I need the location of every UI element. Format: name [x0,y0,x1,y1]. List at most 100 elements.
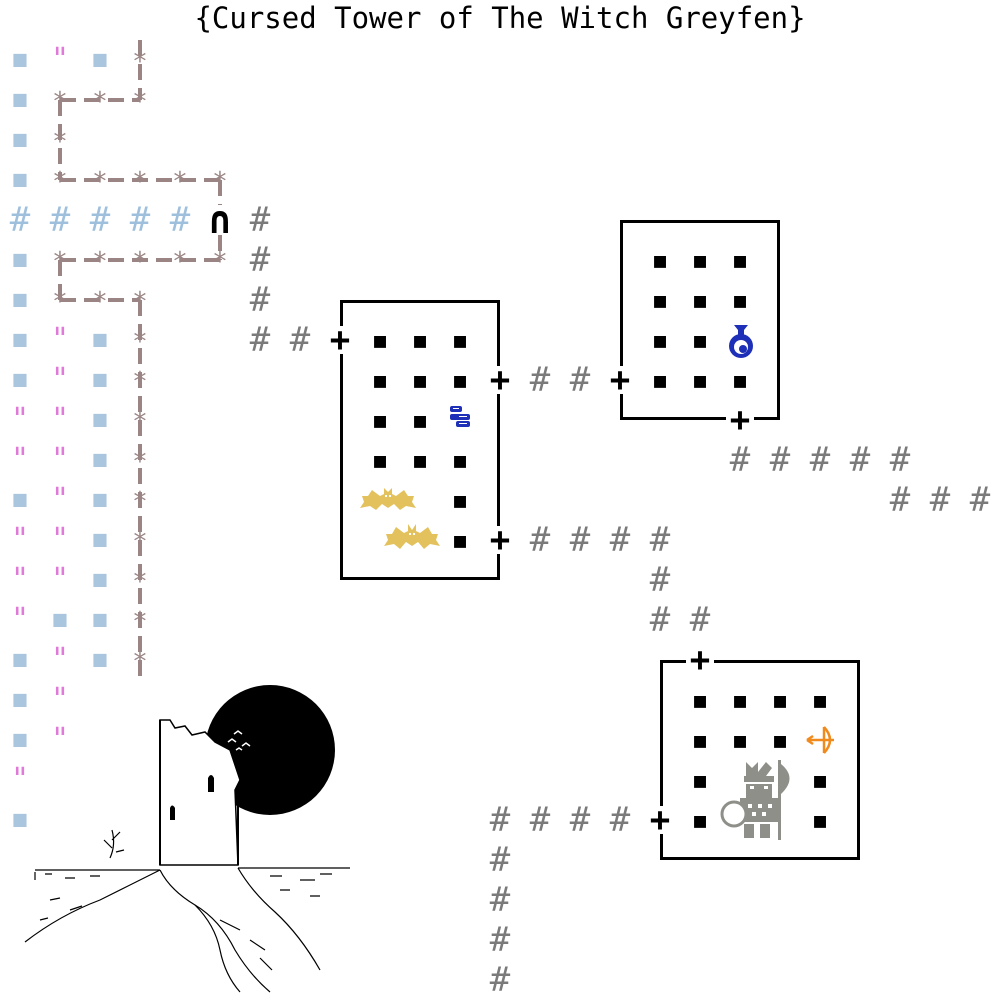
grass-tile: " [50,522,70,557]
svg-text:*: * [132,407,148,437]
svg-text:*: * [132,487,148,517]
grass-tile: " [50,322,70,357]
potion-icon[interactable] [724,322,758,360]
warrior-player-icon[interactable] [718,758,800,842]
bat-icon[interactable] [384,522,440,552]
floor-tile: ■ [693,688,707,712]
corridor-tile: # [649,600,671,640]
corridor-tile: # [889,440,911,480]
door-tile[interactable]: + [689,640,711,680]
grass-tile: " [10,562,30,597]
corridor-tile: # [489,880,511,920]
door-gap [494,366,504,394]
water-tile: # [9,200,31,240]
corridor-tile: # [609,800,631,840]
door-gap [494,526,504,554]
cursed-tower-illustration [24,685,350,993]
grass-tile: " [50,562,70,597]
svg-text:*: * [52,287,68,317]
hedge-dot-tile: ■ [93,647,107,672]
floor-tile: ■ [413,448,427,472]
floor-tile: ■ [653,288,667,312]
grass-tile: " [10,602,30,637]
corridor-tile: # [249,280,271,320]
corridor-tile: # [849,440,871,480]
door-tile[interactable]: + [329,320,351,360]
room-northeast [620,220,780,420]
grass-tile: " [50,642,70,677]
grass-tile: " [10,522,30,557]
gate-arch-icon[interactable]: ∩ [208,198,232,242]
room-southeast [660,660,860,860]
floor-tile: ■ [733,728,747,752]
svg-text:*: * [52,247,68,277]
grass-tile: " [10,762,30,797]
corridor-tile: # [649,520,671,560]
floor-tile: ■ [733,368,747,392]
floor-tile: ■ [453,488,467,512]
hedge-dot-tile: ■ [93,487,107,512]
svg-text:*: * [132,607,148,637]
svg-text:*: * [132,647,148,677]
hedge-dot-tile: ■ [93,327,107,352]
hedge-dot-tile: ■ [13,287,27,312]
bat-icon[interactable] [360,486,416,514]
hedge-dot-tile: ■ [13,87,27,112]
svg-text:*: * [132,327,148,357]
corridor-tile: # [569,800,591,840]
floor-tile: ■ [693,328,707,352]
svg-text:*: * [132,367,148,397]
gold-coins-icon[interactable] [446,404,474,434]
grass-tile: " [50,482,70,517]
floor-tile: ■ [453,328,467,352]
floor-tile: ■ [373,328,387,352]
svg-text:*: * [132,167,148,197]
floor-tile: ■ [373,368,387,392]
grass-tile: " [50,682,70,717]
hedge-dot-tile: ■ [93,447,107,472]
floor-tile: ■ [693,728,707,752]
bow-icon[interactable] [804,724,838,756]
door-gap [336,326,346,354]
hedge-dot-tile: ■ [13,687,27,712]
floor-tile: ■ [453,528,467,552]
door-tile[interactable]: + [489,520,511,560]
svg-text:*: * [132,447,148,477]
corridor-tile: # [889,480,911,520]
door-gap [616,366,626,394]
svg-text:*: * [132,47,148,77]
door-tile[interactable]: + [649,800,671,840]
floor-tile: ■ [693,368,707,392]
corridor-tile: # [489,920,511,960]
hedge-dot-tile: ■ [93,527,107,552]
floor-tile: ■ [653,248,667,272]
corridor-tile: # [489,800,511,840]
door-tile[interactable]: + [609,360,631,400]
svg-text:*: * [92,287,108,317]
grass-tile: " [50,722,70,757]
svg-text:*: * [132,567,148,597]
grass-tile: " [10,442,30,477]
corridor-tile: # [489,960,511,1000]
door-gap [686,656,714,666]
floor-tile: ■ [693,288,707,312]
svg-text:*: * [92,167,108,197]
floor-tile: ■ [453,368,467,392]
svg-text:*: * [92,87,108,117]
door-tile[interactable]: + [489,360,511,400]
hedge-dot-tile: ■ [93,367,107,392]
floor-tile: ■ [693,768,707,792]
water-tile: # [129,200,151,240]
floor-tile: ■ [733,288,747,312]
floor-tile: ■ [733,248,747,272]
hedge-dot-tile: ■ [93,607,107,632]
grass-tile: " [50,42,70,77]
floor-tile: ■ [773,688,787,712]
svg-text:*: * [132,87,148,117]
corridor-tile: # [249,320,271,360]
hedge-dot-tile: ■ [93,567,107,592]
door-tile[interactable]: + [729,400,751,440]
svg-text:*: * [52,127,68,157]
